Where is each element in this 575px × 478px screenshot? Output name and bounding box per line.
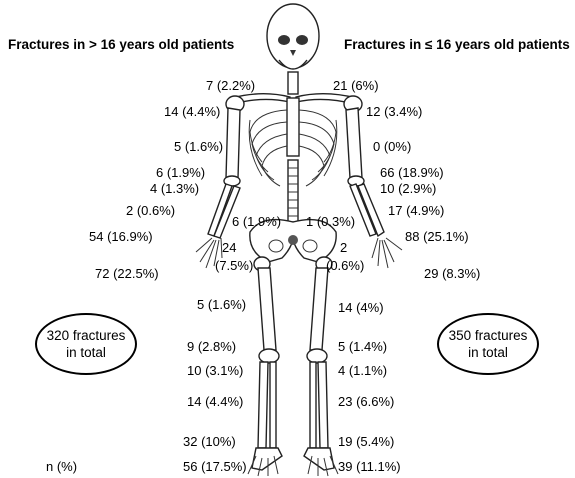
right-label-forearm-shaft: 17 (4.9%) [388, 203, 444, 218]
left-label-ankle: 32 (10%) [183, 434, 236, 449]
total-over-16-line2: in total [47, 344, 126, 361]
header-over-16: Fractures in > 16 years old patients [8, 37, 234, 52]
left-label-clavicle: 14 (4.4%) [164, 104, 220, 119]
right-label-hand: 29 (8.3%) [424, 266, 480, 281]
total-over-16-line1: 320 fractures [47, 327, 126, 344]
left-label-elbow-proximal: 4 (1.3%) [150, 181, 199, 196]
right-leg [304, 257, 338, 476]
total-under-16-line2: in total [449, 344, 528, 361]
right-label-distal-forearm: 88 (25.1%) [405, 229, 469, 244]
left-label-spine: 6 (1.9%) [232, 214, 281, 229]
left-label-forearm-shaft: 2 (0.6%) [126, 203, 175, 218]
right-label-elbow-distal-humerus: 66 (18.9%) [380, 165, 444, 180]
left-label-hand: 72 (22.5%) [95, 266, 159, 281]
header-under-16: Fractures in ≤ 16 years old patients [344, 37, 570, 52]
total-under-16: 350 fractures in total [437, 313, 539, 375]
right-label-foot: 39 (11.1%) [338, 459, 401, 474]
left-label-humerus: 5 (1.6%) [174, 139, 223, 154]
left-label-pelvis-percent: (7.5%) [215, 258, 253, 273]
right-label-elbow-proximal: 10 (2.9%) [380, 181, 436, 196]
left-label-foot: 56 (17.5%) [183, 459, 247, 474]
left-label-pelvis-count: 24 [222, 240, 236, 255]
right-label-shoulder: 21 (6%) [333, 78, 379, 93]
left-label-hip: 5 (1.6%) [197, 297, 246, 312]
spine [288, 160, 298, 222]
right-label-humerus: 0 (0%) [373, 139, 411, 154]
left-label-elbow-distal-humerus: 6 (1.9%) [156, 165, 205, 180]
right-label-spine: 1 (0.3%) [306, 214, 355, 229]
legend-note: n (%) [46, 459, 77, 474]
right-label-hip: 14 (4%) [338, 300, 384, 315]
right-label-pelvis-percent: (0.6%) [326, 258, 364, 273]
right-label-femur: 5 (1.4%) [338, 339, 387, 354]
left-leg [248, 257, 282, 476]
left-label-tibia: 14 (4.4%) [187, 394, 243, 409]
left-label-distal-forearm: 54 (16.9%) [89, 229, 153, 244]
total-over-16: 320 fractures in total [35, 313, 137, 375]
left-label-shoulder: 7 (2.2%) [206, 78, 255, 93]
right-label-knee: 4 (1.1%) [338, 363, 387, 378]
total-under-16-line1: 350 fractures [449, 327, 528, 344]
skull [267, 4, 319, 69]
right-label-ankle: 19 (5.4%) [338, 434, 394, 449]
left-label-femur: 9 (2.8%) [187, 339, 236, 354]
right-label-pelvis-count: 2 [340, 240, 347, 255]
left-label-knee: 10 (3.1%) [187, 363, 243, 378]
right-label-tibia: 23 (6.6%) [338, 394, 394, 409]
right-label-clavicle: 12 (3.4%) [366, 104, 422, 119]
